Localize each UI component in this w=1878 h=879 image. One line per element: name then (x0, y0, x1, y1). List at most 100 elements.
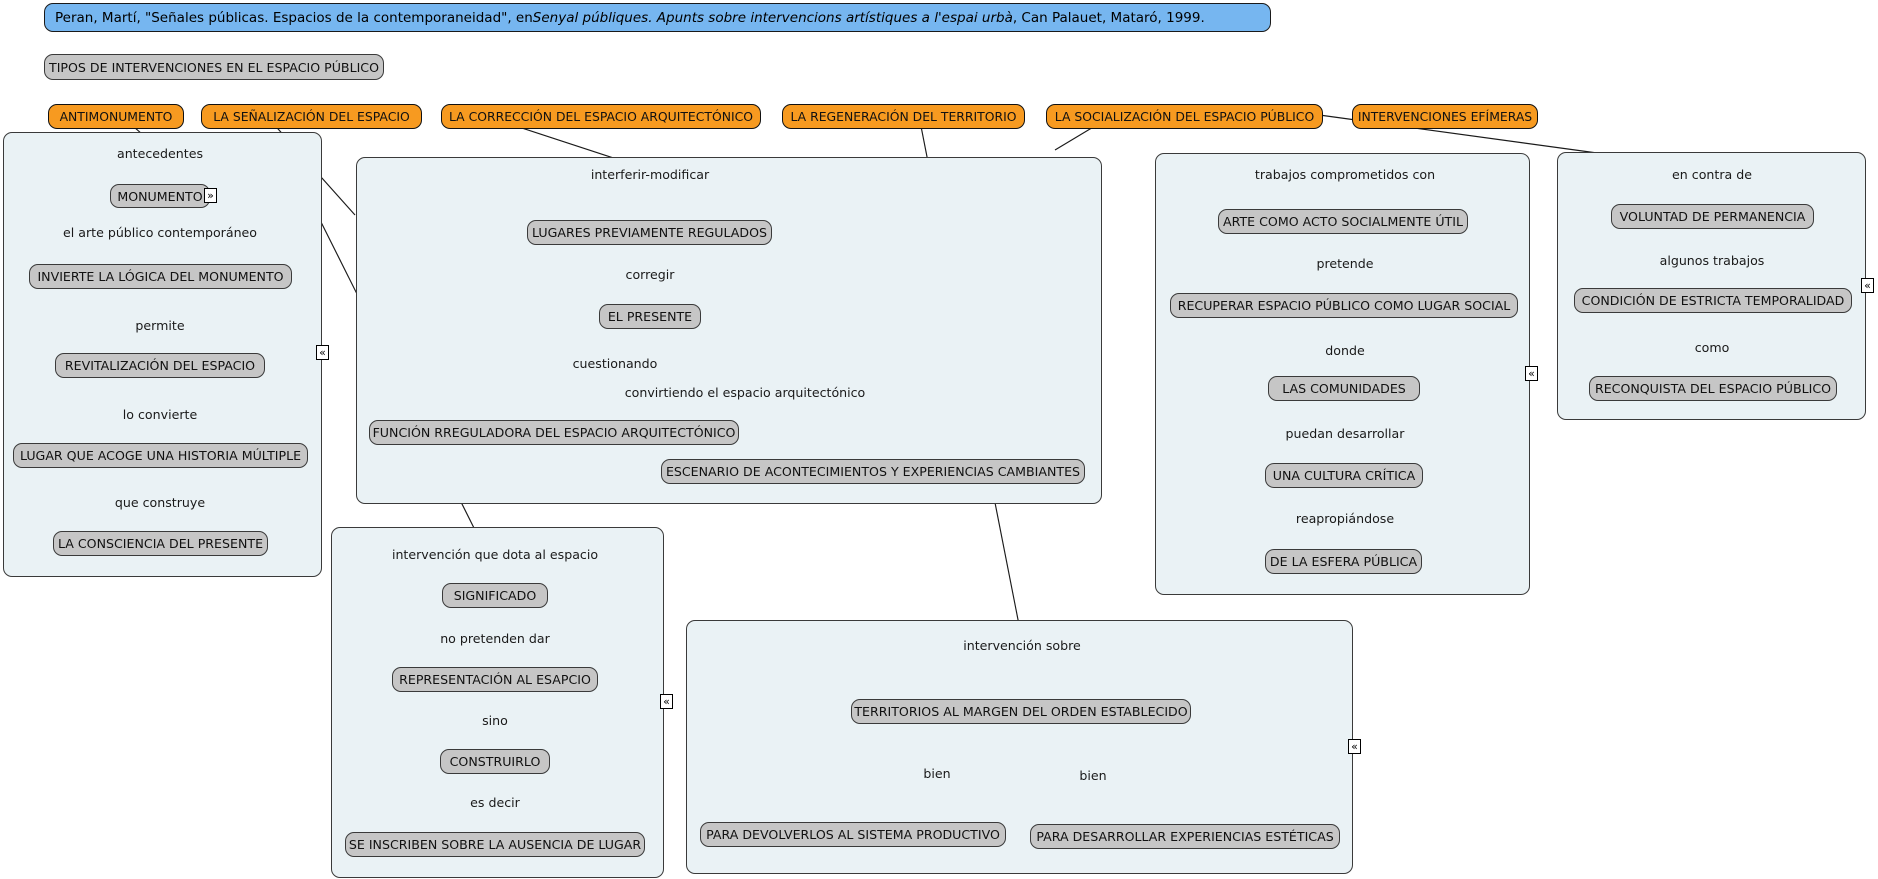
node-funcion-reguladora[interactable]: FUNCIÓN RREGULADORA DEL ESPACIO ARQUITEC… (369, 420, 739, 445)
edge-label: corregir (625, 267, 675, 282)
edge-label: el arte público contemporáneo (62, 225, 258, 240)
panel-correccion[interactable] (356, 157, 1102, 504)
node-monumento[interactable]: MONUMENTO (110, 184, 210, 208)
edge-label: no pretenden dar (440, 631, 550, 646)
node-label: RECUPERAR ESPACIO PÚBLICO COMO LUGAR SOC… (1177, 298, 1511, 313)
node-label: PARA DEVOLVERLOS AL SISTEMA PRODUCTIVO (706, 827, 1000, 842)
category-label: LA REGENERACIÓN DEL TERRITORIO (790, 109, 1017, 124)
node-lugar-historia[interactable]: LUGAR QUE ACOGE UNA HISTORIA MÚLTIPLE (13, 443, 308, 468)
panel-senalizacion[interactable] (331, 527, 664, 878)
edge-label: convirtiendo el espacio arquitectónico (624, 385, 866, 400)
node-label: LUGAR QUE ACOGE UNA HISTORIA MÚLTIPLE (19, 448, 302, 463)
citation-box[interactable]: Peran, Martí, "Señales públicas. Espacio… (44, 3, 1271, 32)
node-cultura-critica[interactable]: UNA CULTURA CRÍTICA (1265, 463, 1423, 488)
edge-label: permite (135, 318, 185, 333)
node-label: RECONQUISTA DEL ESPACIO PÚBLICO (1594, 381, 1832, 396)
node-label: CONDICIÓN DE ESTRICTA TEMPORALIDAD (1581, 293, 1845, 308)
category-correccion[interactable]: LA CORRECCIÓN DEL ESPACIO ARQUITECTÓNICO (441, 104, 761, 129)
node-devolverlos-sistema[interactable]: PARA DEVOLVERLOS AL SISTEMA PRODUCTIVO (700, 822, 1006, 847)
collapse-left-icon-senalizacion[interactable]: « (660, 694, 673, 709)
category-label: LA SEÑALIZACIÓN DEL ESPACIO (213, 109, 410, 124)
edge-label: cuestionando (572, 356, 658, 371)
chevron-glyph: « (663, 695, 670, 708)
node-construirlo[interactable]: CONSTRUIRLO (440, 749, 550, 774)
node-invierte-logica[interactable]: INVIERTE LA LÓGICA DEL MONUMENTO (29, 264, 292, 289)
node-label: SE INSCRIBEN SOBRE LA AUSENCIA DE LUGAR (348, 837, 642, 852)
node-label: EL PRESENTE (607, 309, 693, 324)
node-las-comunidades[interactable]: LAS COMUNIDADES (1268, 376, 1420, 401)
edge-label: bien (923, 766, 951, 781)
edge-label: donde (1325, 343, 1365, 358)
chevron-glyph: » (207, 189, 214, 202)
node-estricta-temporalidad[interactable]: CONDICIÓN DE ESTRICTA TEMPORALIDAD (1574, 288, 1852, 313)
edge-label: bien (1079, 768, 1107, 783)
collapse-left-icon-socializacion[interactable]: « (1525, 366, 1538, 381)
node-consciencia-presente[interactable]: LA CONSCIENCIA DEL PRESENTE (53, 531, 268, 556)
node-recuperar-espacio[interactable]: RECUPERAR ESPACIO PÚBLICO COMO LUGAR SOC… (1170, 293, 1518, 318)
edge-label: es decir (470, 795, 520, 810)
node-label: CONSTRUIRLO (449, 754, 541, 769)
edge-label: algunos trabajos (1659, 253, 1765, 268)
edge-label: puedan desarrollar (1285, 426, 1405, 441)
edge-label: reapropiándose (1295, 511, 1395, 526)
category-label: ANTIMONUMENTO (59, 109, 173, 124)
category-socializacion[interactable]: LA SOCIALIZACIÓN DEL ESPACIO PÚBLICO (1046, 104, 1323, 129)
node-label: ARTE COMO ACTO SOCIALMENTE ÚTIL (1223, 214, 1463, 229)
edge-label: antecedentes (116, 146, 204, 161)
node-label: LUGARES PREVIAMENTE REGULADOS (531, 225, 768, 240)
category-label: LA SOCIALIZACIÓN DEL ESPACIO PÚBLICO (1054, 109, 1315, 124)
expand-right-icon-monumento[interactable]: » (204, 188, 217, 203)
node-significado[interactable]: SIGNIFICADO (442, 583, 548, 608)
node-label: LAS COMUNIDADES (1282, 381, 1406, 396)
node-label: INVIERTE LA LÓGICA DEL MONUMENTO (37, 269, 284, 284)
root-node-label: TIPOS DE INTERVENCIONES EN EL ESPACIO PÚ… (49, 59, 380, 75)
edge-label: lo convierte (122, 407, 198, 422)
node-label: MONUMENTO (117, 188, 203, 204)
node-label: VOLUNTAD DE PERMANENCIA (1619, 209, 1806, 224)
citation-part1: Peran, Martí, "Señales públicas. Espacio… (55, 9, 533, 26)
collapse-left-icon-regeneracion[interactable]: « (1348, 739, 1361, 754)
category-label: LA CORRECCIÓN DEL ESPACIO ARQUITECTÓNICO (448, 109, 754, 124)
node-label: SIGNIFICADO (453, 588, 537, 603)
node-label: LA CONSCIENCIA DEL PRESENTE (57, 536, 264, 551)
node-territorios-margen[interactable]: TERRITORIOS AL MARGEN DEL ORDEN ESTABLEC… (851, 699, 1191, 724)
node-experiencias-esteticas[interactable]: PARA DESARROLLAR EXPERIENCIAS ESTÉTICAS (1030, 824, 1340, 849)
collapse-left-icon-efimeras[interactable]: « (1861, 278, 1874, 293)
node-label: DE LA ESFERA PÚBLICA (1269, 554, 1418, 569)
node-ausencia-lugar[interactable]: SE INSCRIBEN SOBRE LA AUSENCIA DE LUGAR (345, 832, 645, 857)
edge-label: en contra de (1672, 167, 1752, 182)
node-label: ESCENARIO DE ACONTECIMIENTOS Y EXPERIENC… (665, 464, 1081, 479)
node-escenario-acontecimientos[interactable]: ESCENARIO DE ACONTECIMIENTOS Y EXPERIENC… (661, 459, 1085, 484)
node-label: FUNCIÓN RREGULADORA DEL ESPACIO ARQUITEC… (372, 425, 736, 440)
node-label: REVITALIZACIÓN DEL ESPACIO (64, 358, 256, 373)
node-lugares-regulados[interactable]: LUGARES PREVIAMENTE REGULADOS (527, 220, 772, 245)
category-senalizacion[interactable]: LA SEÑALIZACIÓN DEL ESPACIO (201, 104, 422, 129)
edge-label: que construye (114, 495, 206, 510)
node-label: UNA CULTURA CRÍTICA (1272, 468, 1416, 483)
chevron-glyph: « (1351, 740, 1358, 753)
node-voluntad-permanencia[interactable]: VOLUNTAD DE PERMANENCIA (1611, 204, 1814, 229)
category-regeneracion[interactable]: LA REGENERACIÓN DEL TERRITORIO (782, 104, 1025, 129)
edge-label: intervención sobre (963, 638, 1081, 653)
root-node[interactable]: TIPOS DE INTERVENCIONES EN EL ESPACIO PÚ… (44, 54, 384, 80)
node-label: PARA DESARROLLAR EXPERIENCIAS ESTÉTICAS (1036, 829, 1334, 844)
chevron-glyph: « (1528, 367, 1535, 380)
citation-italic-title: Senyal públiques. Apunts sobre intervenc… (532, 9, 1013, 26)
node-reconquista-espacio[interactable]: RECONQUISTA DEL ESPACIO PÚBLICO (1589, 376, 1837, 401)
node-representacion-espacio[interactable]: REPRESENTACIÓN AL ESAPCIO (392, 667, 598, 692)
category-antimonumento[interactable]: ANTIMONUMENTO (48, 104, 184, 129)
node-esfera-publica[interactable]: DE LA ESFERA PÚBLICA (1265, 549, 1422, 574)
collapse-left-icon-correccion[interactable]: « (316, 345, 329, 360)
node-label: TERRITORIOS AL MARGEN DEL ORDEN ESTABLEC… (854, 704, 1188, 719)
node-arte-socialmente-util[interactable]: ARTE COMO ACTO SOCIALMENTE ÚTIL (1218, 209, 1468, 234)
node-revitalizacion[interactable]: REVITALIZACIÓN DEL ESPACIO (55, 353, 265, 378)
panel-efimeras[interactable] (1557, 152, 1866, 420)
edge-label: como (1694, 340, 1730, 355)
node-el-presente[interactable]: EL PRESENTE (599, 304, 701, 329)
chevron-glyph: « (319, 346, 326, 359)
edge-label: interferir-modificar (590, 167, 710, 182)
edge-label: pretende (1316, 256, 1374, 271)
citation-part2: , Can Palauet, Mataró, 1999. (1012, 9, 1205, 26)
category-efimeras[interactable]: INTERVENCIONES EFÍMERAS (1352, 104, 1538, 129)
